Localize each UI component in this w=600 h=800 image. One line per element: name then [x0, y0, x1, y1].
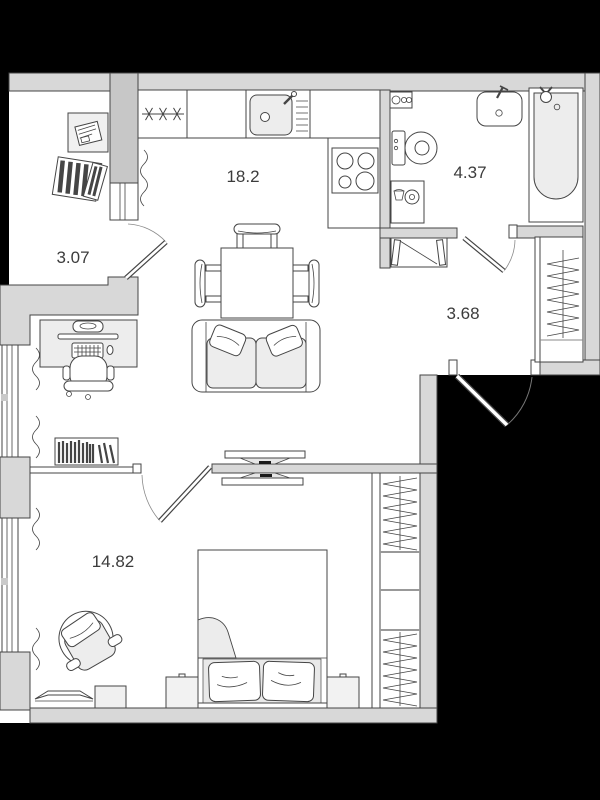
door-bedroom: [141, 465, 212, 523]
hanger-rail-icon: [382, 477, 418, 551]
nightstand-knob: [339, 673, 347, 678]
desk-icon: [39, 319, 138, 368]
label-entry-hall: 3.07: [56, 248, 89, 267]
wall-top: [8, 72, 600, 92]
living-area: [39, 223, 321, 466]
sink-drainer-lines: [296, 100, 308, 132]
squiggle-bedroom-2: [32, 627, 40, 671]
squiggle-kitchen: [140, 149, 148, 207]
monitor-icon: [57, 333, 119, 340]
bathroom-sink-icon: [476, 85, 523, 127]
dining-chair-right-icon: [292, 259, 320, 308]
label-bedroom: 14.82: [92, 552, 135, 571]
sofa-pillow-right-icon: [265, 324, 303, 357]
wall-left-pier-mid: [0, 456, 31, 519]
hallway-wardrobe-icon: [534, 236, 584, 363]
shoe-cabinet-icon: [390, 237, 448, 268]
entry-hall: [51, 112, 139, 221]
bookshelf-icon: [54, 437, 119, 466]
vent-box-icon: [389, 91, 413, 109]
room-labels: 18.2 4.37 3.07 3.68 14.82: [56, 163, 486, 571]
wall-column-kitchen: [109, 72, 139, 184]
fridge-icon: [142, 107, 184, 121]
windows: [1, 344, 19, 653]
dining-table-icon: [220, 247, 294, 319]
squiggle-bedroom-1: [32, 507, 40, 551]
wall-left-pier-bottom: [0, 651, 31, 711]
label-bathroom: 4.37: [453, 163, 486, 182]
radiator-squiggles: [32, 149, 148, 671]
wall-bottom: [29, 707, 438, 724]
wall-shelf-icon: [67, 112, 109, 153]
nightstand-left-icon: [165, 676, 199, 709]
window-bedroom: [1, 517, 19, 653]
wall-bathroom-south-left: [379, 227, 458, 239]
tv-living-icon: [224, 450, 306, 465]
dining-chair-top-icon: [233, 223, 281, 249]
door-post-entrance-left: [448, 359, 458, 376]
hanger-rail-icon: [382, 633, 418, 707]
bench-rack-icon: [51, 156, 109, 202]
outside-entrance-lobby: [437, 375, 600, 727]
sofa-pillow-left-icon: [209, 324, 247, 357]
outside-bottom: [0, 723, 600, 800]
blanket-fold: [197, 617, 237, 659]
cabinet-icon: [94, 685, 127, 709]
stove-icon: [331, 147, 379, 194]
pillow-icon: [208, 660, 261, 703]
squiggle-living-2: [32, 415, 40, 459]
kitchen: [137, 89, 381, 229]
built-in-cabinet-icon: [109, 182, 139, 221]
bathroom: [389, 85, 584, 224]
dining-chair-left-icon: [194, 259, 222, 308]
label-kitchen-living: 18.2: [226, 167, 259, 186]
nightstand-knob: [178, 673, 186, 678]
bedroom: [34, 472, 421, 709]
door-entry-hall: [124, 223, 168, 280]
bed-icon: [197, 549, 328, 709]
door-post-bedroom: [132, 463, 142, 474]
wall-right: [584, 72, 600, 376]
wall-bathroom-west: [379, 89, 391, 269]
door-bathroom: [462, 236, 516, 273]
office-chair-icon: [62, 355, 115, 400]
door-apartment-entrance: [448, 359, 541, 428]
door-post-bathroom: [508, 224, 518, 239]
washing-machine-icon: [390, 180, 425, 224]
doors: [124, 223, 541, 523]
window-living: [1, 344, 19, 458]
wall-bathroom-south-right: [516, 225, 584, 239]
exterior-wall-left: [0, 70, 9, 290]
pillow-icon: [262, 660, 315, 703]
label-hallway: 3.68: [446, 304, 479, 323]
nightstand-right-icon: [326, 676, 360, 709]
monitor-stand-icon: [72, 320, 104, 333]
bathtub-icon: [528, 86, 584, 223]
hanger-rail-icon: [546, 257, 580, 337]
toilet-icon: [391, 130, 438, 166]
outside-top: [0, 0, 600, 73]
bedroom-wardrobe-icon: [371, 472, 421, 709]
wall-entrance-side: [419, 374, 438, 724]
squiggle-living-1: [32, 347, 40, 391]
tv-stand-bedroom-icon: [34, 685, 127, 709]
wall-bedroom-north: [211, 463, 438, 474]
tv-bedroom-icon: [221, 472, 304, 486]
sofa-icon: [191, 319, 321, 393]
wall-bedroom-north-thin: [29, 466, 134, 474]
armchair-icon: [58, 610, 123, 671]
mouse-icon: [106, 345, 114, 355]
kitchen-sink-icon: [249, 91, 308, 136]
hallway: [390, 236, 584, 363]
